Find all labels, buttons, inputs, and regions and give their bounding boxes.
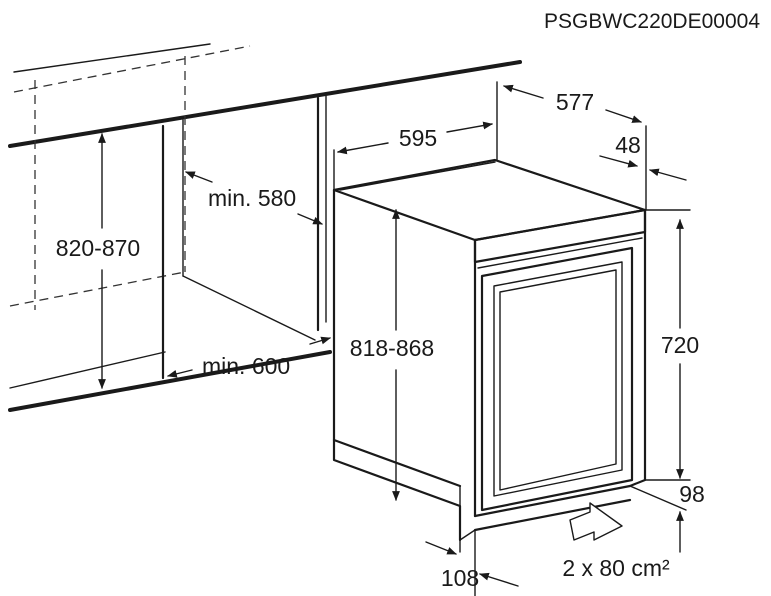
niche-depth-label: min. 580 [208, 185, 296, 211]
dimension-lines [98, 81, 691, 596]
ventilation-label: 2 x 80 cm² [562, 555, 670, 581]
appliance-height-label: 818-868 [350, 335, 434, 361]
niche-height-label: 820-870 [56, 235, 140, 261]
ventilation-arrow [569, 502, 623, 541]
plinth-height-label: 98 [679, 481, 705, 507]
door-offset-label: 48 [615, 132, 641, 158]
plinth-setback-label: 108 [441, 565, 479, 591]
depth-label: 577 [556, 89, 594, 115]
niche-width-label: min. 600 [202, 353, 290, 379]
model-code: PSGBWC220DE00004 [544, 10, 760, 33]
niche-cabinet [8, 43, 522, 412]
body-height-label: 720 [661, 332, 699, 358]
width-label: 595 [399, 125, 437, 151]
